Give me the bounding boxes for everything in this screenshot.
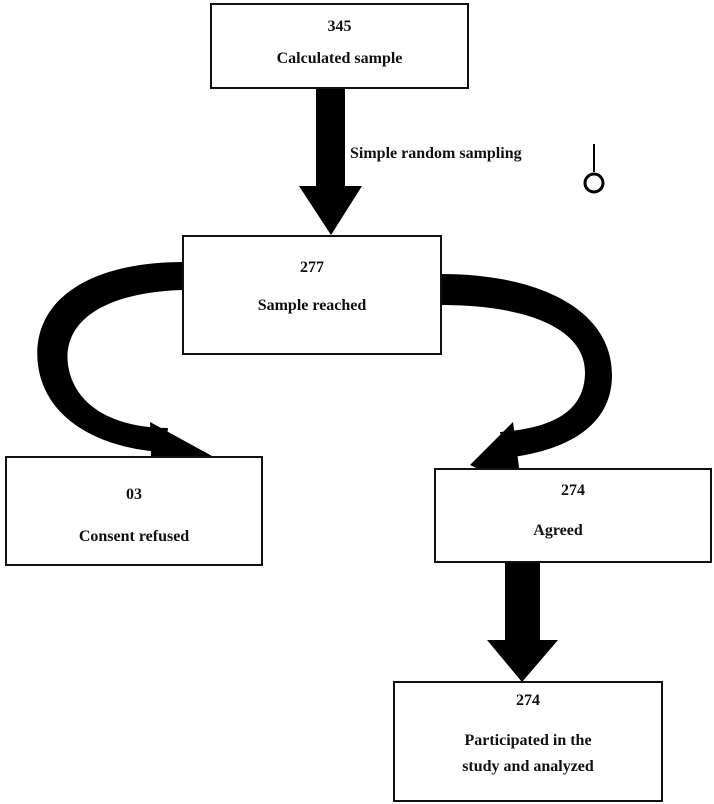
node-participated: 274 Participated in the study and analyz… — [393, 681, 663, 802]
node-agreed: 274 Agreed — [434, 468, 712, 563]
node-label: Agreed — [533, 522, 583, 539]
node-count: 03 — [126, 486, 142, 503]
arrow-reached-to-agreed — [441, 274, 612, 490]
node-sample-reached: 277 Sample reached — [182, 235, 442, 355]
node-count: 345 — [327, 18, 352, 35]
pin-icon — [583, 144, 605, 194]
node-label: Sample reached — [257, 297, 367, 314]
edge-label-simple-random-sampling: Simple random sampling — [350, 145, 522, 162]
node-count: 274 — [561, 482, 585, 499]
node-count: 277 — [300, 259, 324, 276]
node-label-line1: Participated in the — [464, 732, 592, 749]
node-calculated-sample: 345 Calculated sample — [210, 3, 469, 89]
node-label-line2: study and analyzed — [462, 758, 594, 775]
node-label: Calculated sample — [276, 50, 403, 67]
arrow-agreed-to-participated — [487, 562, 558, 682]
node-count: 274 — [516, 692, 540, 709]
node-label: Consent refused — [78, 528, 190, 545]
node-consent-refused: 03 Consent refused — [5, 456, 263, 566]
arrow-calculated-to-reached — [299, 88, 362, 235]
